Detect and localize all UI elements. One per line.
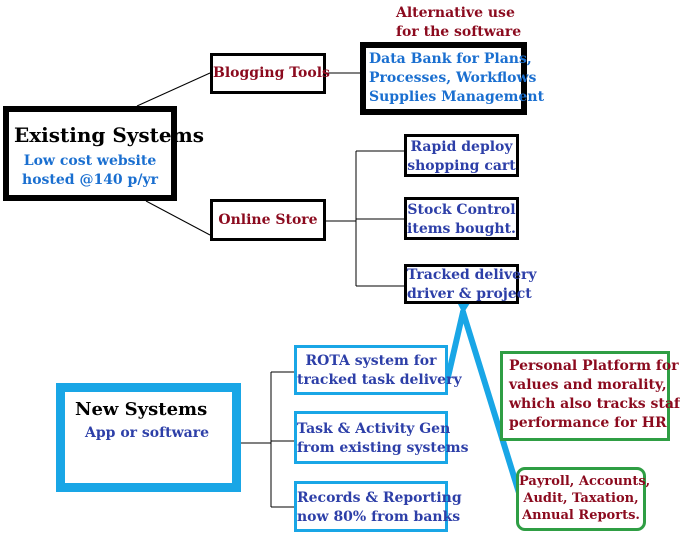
alternative-use-label: Alternative use for the software [396, 4, 522, 42]
records-reporting-text: Records & Reporting now 80% from banks [297, 489, 462, 527]
data-bank-line-2: Processes, Workflows [369, 70, 537, 86]
rapid-deploy-text: Rapid deploy shopping cart [407, 138, 516, 176]
stock-control-text: Stock Control items bought. [407, 201, 516, 239]
payroll-box: Payroll, Accounts, Audit, Taxation, Annu… [516, 467, 651, 531]
task-activity-line-1: Task & Activity Gen [297, 421, 451, 437]
new-systems-box: New Systems App or software [56, 383, 241, 492]
rapid-deploy-line-1: Rapid deploy [410, 139, 513, 155]
data-bank-line-3: Supplies Management [369, 89, 545, 105]
records-line-1: Records & Reporting [297, 490, 462, 506]
tracked-delivery-text: Tracked delivery driver & project [407, 266, 537, 304]
rota-system-text: ROTA system for tracked task delivery [297, 352, 462, 390]
personal-line-2: values and morality, [509, 377, 667, 393]
personal-platform-text: Personal Platform for values and moralit… [509, 357, 680, 433]
existing-systems-title: Existing Systems [14, 123, 205, 147]
existing-systems-box: Existing Systems Low cost website hosted… [3, 106, 204, 201]
data-bank-text: Data Bank for Plans, Processes, Workflow… [369, 50, 544, 107]
existing-subtitle-line-1: Low cost website [23, 153, 157, 169]
personal-line-1: Personal Platform for [509, 358, 679, 374]
task-activity-text: Task & Activity Gen from existing system… [297, 420, 469, 458]
stock-control-line-2: items bought. [407, 221, 516, 237]
online-store-label: Online Store [218, 212, 318, 228]
tracked-delivery-line-1: Tracked delivery [407, 267, 537, 283]
records-line-2: now 80% from banks [297, 509, 461, 525]
data-bank-line-1: Data Bank for Plans, [369, 51, 532, 67]
data-bank-box: Data Bank for Plans, Processes, Workflow… [360, 42, 544, 115]
payroll-text: Payroll, Accounts, Audit, Taxation, Annu… [519, 473, 651, 524]
new-systems-title: New Systems [75, 399, 208, 420]
new-systems-subtitle: App or software [85, 425, 210, 441]
tracked-delivery-line-2: driver & project [407, 286, 532, 302]
blogging-tools-label: Blogging Tools [213, 65, 330, 81]
alternative-use-line-2: for the software [396, 24, 522, 40]
blogging-tools-box: Blogging Tools [210, 53, 330, 94]
personal-line-4: performance for HR [509, 415, 667, 431]
rota-line-1: ROTA system for [305, 353, 437, 369]
payroll-line-3: Annual Reports. [522, 508, 640, 523]
rota-system-box: ROTA system for tracked task delivery [294, 345, 462, 395]
payroll-line-1: Payroll, Accounts, [519, 474, 651, 489]
personal-line-3: which also tracks staff [509, 396, 680, 412]
rapid-deploy-line-2: shopping cart [407, 158, 516, 174]
existing-systems-subtitle: Low cost website hosted @140 p/yr [9, 152, 171, 190]
stock-control-box: Stock Control items bought. [404, 197, 519, 240]
task-activity-line-2: from existing systems [297, 440, 469, 456]
task-activity-box: Task & Activity Gen from existing system… [294, 411, 469, 464]
alternative-use-line-1: Alternative use [396, 5, 515, 21]
existing-subtitle-line-2: hosted @140 p/yr [22, 172, 158, 188]
online-store-box: Online Store [210, 199, 326, 241]
rapid-deploy-box: Rapid deploy shopping cart [404, 134, 519, 177]
records-reporting-box: Records & Reporting now 80% from banks [294, 481, 462, 532]
tracked-delivery-box: Tracked delivery driver & project [404, 264, 537, 304]
payroll-line-2: Audit, Taxation, [523, 491, 639, 506]
rota-line-2: tracked task delivery [297, 372, 462, 388]
personal-platform-box: Personal Platform for values and moralit… [500, 351, 680, 441]
stock-control-line-1: Stock Control [407, 202, 516, 218]
